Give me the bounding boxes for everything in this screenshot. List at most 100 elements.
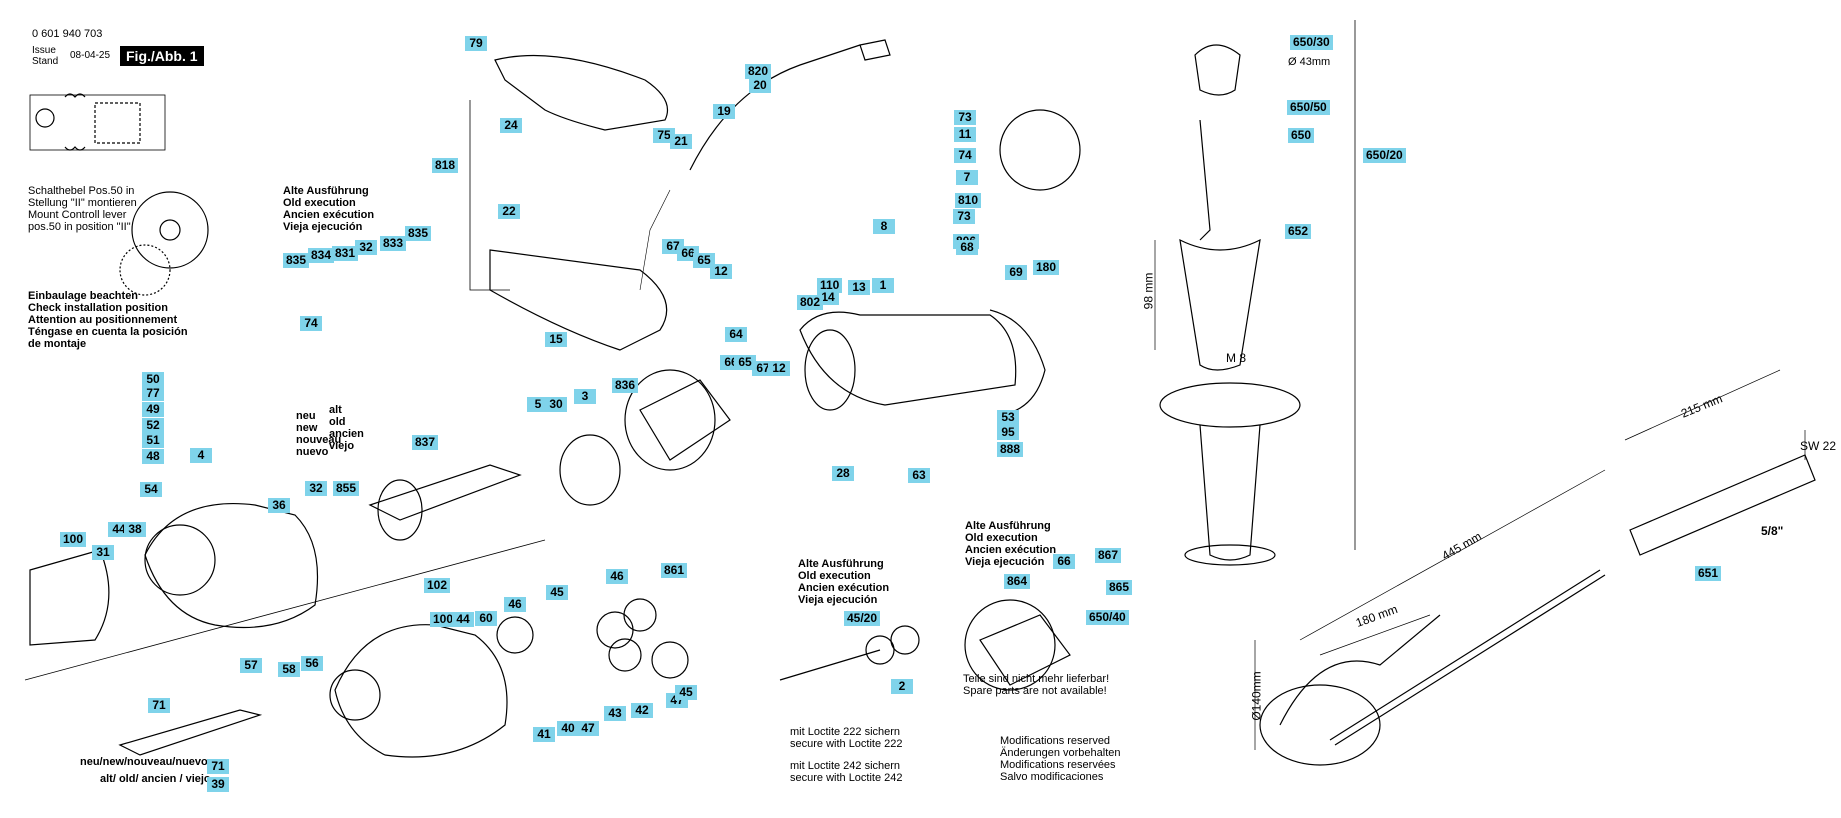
part-label: 57: [240, 658, 262, 673]
part-label: 65: [734, 355, 756, 370]
extension-rod: [1629, 454, 1816, 556]
part-label: 45/20: [844, 611, 881, 626]
part-label: 41: [533, 727, 555, 742]
part-label: 68: [956, 240, 978, 255]
part-label: 32: [305, 481, 327, 496]
part-label: 110: [817, 278, 843, 293]
issue-date: 08-04-25: [70, 50, 111, 61]
part-label: 56: [301, 656, 323, 671]
stand-label: Stand: [32, 56, 59, 67]
part-label: 888: [997, 442, 1024, 457]
new-line-label: neu/new/nouveau/nuevo: [80, 756, 208, 768]
part-label: 49: [142, 402, 164, 417]
part-number: 0 601 940 703: [32, 28, 103, 40]
part-label: 43: [604, 706, 626, 721]
part-label: 4: [190, 448, 212, 463]
part-label: 74: [954, 148, 976, 163]
part-label: 38: [124, 522, 146, 537]
figure-label: Fig./Abb. 1: [120, 46, 204, 66]
wiring-schematic: [29, 93, 166, 151]
not-deliverable-note: Teile sind nicht mehr lieferbar!Spare pa…: [963, 673, 1110, 697]
old-line-label: alt/ old/ ancien / viejo: [100, 773, 211, 785]
detail-magnifier: [999, 109, 1081, 191]
part-label: 12: [710, 264, 732, 279]
part-label: 54: [140, 482, 162, 497]
armature: [368, 434, 621, 541]
dimension-lines: [1154, 240, 1806, 750]
part-label: 831: [332, 246, 359, 261]
part-label: 820: [745, 64, 772, 79]
stator: [624, 369, 731, 471]
handle-cover: [489, 54, 669, 351]
part-label: 48: [142, 449, 164, 464]
part-label: 79: [465, 36, 487, 51]
group-brackets: [24, 20, 1356, 681]
part-label: 58: [278, 662, 300, 677]
part-label: 65: [693, 253, 715, 268]
part-label: 53: [997, 410, 1019, 425]
part-label: 855: [333, 481, 360, 496]
part-label: 102: [424, 578, 451, 593]
part-label: 651: [1695, 566, 1722, 581]
part-label: 8: [873, 219, 895, 234]
part-label: 100: [430, 612, 457, 627]
part-label: 74: [300, 316, 322, 331]
gears: [496, 598, 920, 681]
part-label: 864: [1004, 574, 1031, 589]
part-label: 32: [355, 240, 377, 255]
dim-sw22: SW 22: [1800, 439, 1837, 453]
part-label: 180: [1033, 260, 1060, 275]
motor-housing: [799, 309, 1046, 416]
part-label: 21: [670, 134, 692, 149]
part-label: 865: [1106, 580, 1133, 595]
part-label: 837: [412, 435, 439, 450]
side-handle: [1159, 44, 1301, 566]
part-label: 833: [380, 236, 407, 251]
part-label: 60: [475, 611, 497, 626]
part-label: 77: [142, 386, 164, 401]
part-label: 13: [848, 280, 870, 295]
part-label: 20: [749, 78, 771, 93]
part-label: 45: [546, 585, 568, 600]
part-label: 834: [308, 248, 335, 263]
part-label: 650/40: [1086, 610, 1129, 625]
part-label: 46: [504, 597, 526, 612]
old-stator: [964, 599, 1071, 691]
part-label: 15: [545, 332, 567, 347]
part-label: 71: [207, 759, 229, 774]
dim-43mm: Ø 43mm: [1288, 56, 1331, 68]
part-label: 24: [500, 118, 522, 133]
part-label: 802: [797, 295, 824, 310]
part-label: 650/20: [1363, 148, 1406, 163]
dim-5-8-inch: 5/8": [1761, 524, 1784, 538]
part-label: 5: [527, 397, 549, 412]
part-label: 73: [954, 110, 976, 125]
part-label: 66: [1053, 554, 1075, 569]
power-cable: [639, 39, 891, 291]
part-label: 28: [832, 466, 854, 481]
part-label: 95: [997, 425, 1019, 440]
part-label: 44: [452, 612, 474, 627]
part-label: 52: [142, 418, 164, 433]
part-label: 818: [432, 158, 459, 173]
part-label: 7: [956, 170, 978, 185]
part-label: 64: [725, 327, 747, 342]
part-label: 12: [768, 361, 790, 376]
part-label: 810: [955, 193, 982, 208]
part-label: 63: [908, 468, 930, 483]
part-label: 650: [1288, 128, 1315, 143]
gearbox-lower: [118, 624, 508, 758]
part-label: 73: [953, 209, 975, 224]
part-label: 50: [142, 372, 164, 387]
part-label: 100: [60, 532, 87, 547]
part-label: 22: [498, 204, 520, 219]
dim-m8: M 8: [1226, 351, 1247, 365]
